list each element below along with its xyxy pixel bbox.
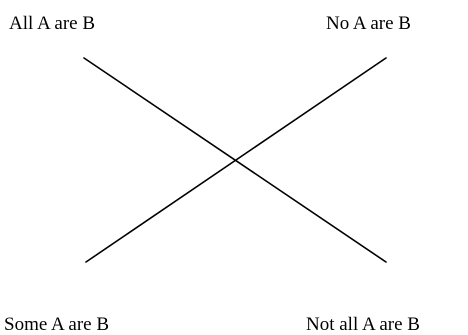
label-top-right: No A are B: [326, 13, 411, 34]
diagonal-line-contradiction-2: [85, 57, 387, 263]
label-bottom-right: Not all A are B: [306, 314, 420, 335]
label-bottom-left: Some A are B: [4, 314, 109, 335]
label-top-left: All A are B: [9, 13, 95, 34]
